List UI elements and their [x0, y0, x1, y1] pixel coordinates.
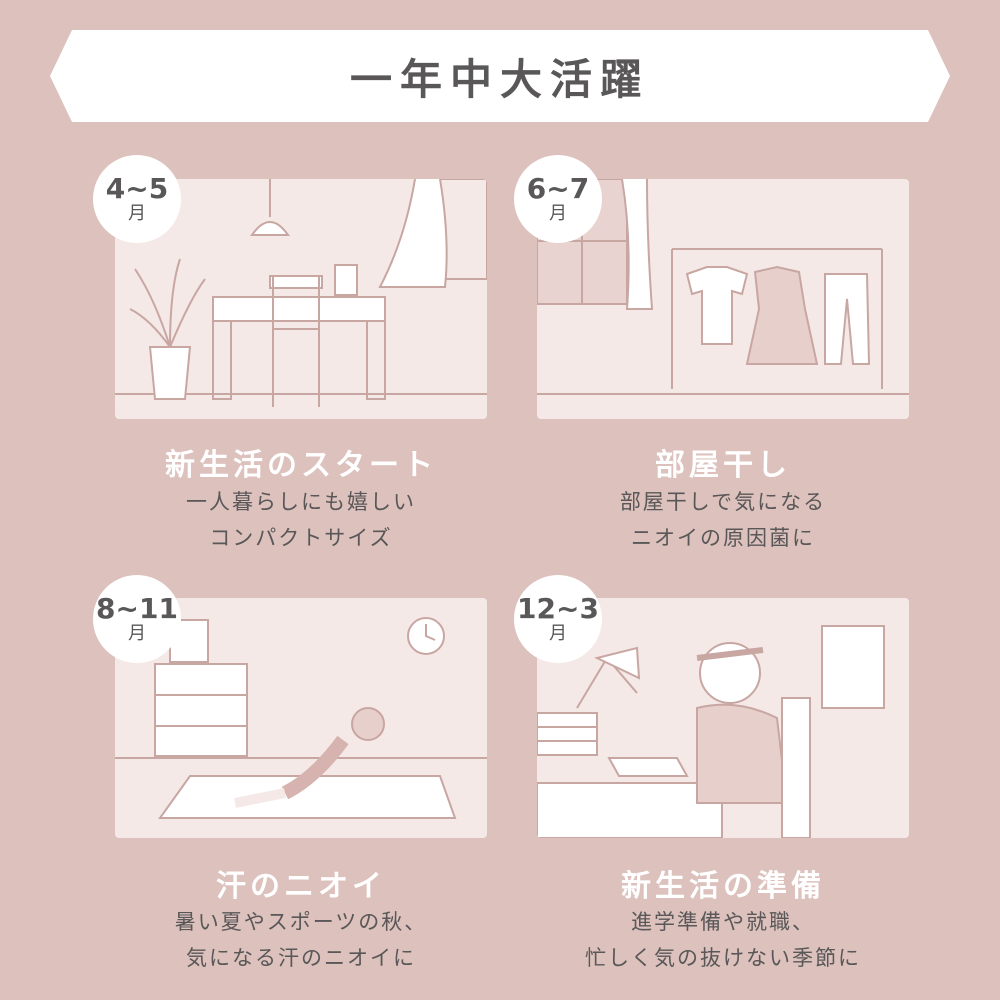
panel-study [537, 598, 909, 838]
month-range: 6~7 [526, 172, 590, 205]
banner-shape [50, 30, 950, 122]
section-heading: 汗のニオイ [216, 869, 386, 904]
page-title: 一年中大活躍 [349, 54, 650, 104]
section-desc-line1: 一人暮らしにも嬉しい [186, 490, 416, 514]
panel-exercise [115, 598, 487, 838]
section-heading: 新生活の準備 [621, 869, 825, 904]
title-banner: 一年中大活躍 [50, 30, 950, 122]
section-desc-line2: ニオイの原因菌に [631, 526, 815, 550]
month-badge-summer: 8~11 月 [93, 575, 181, 663]
month-badge-spring: 4~5 月 [93, 155, 181, 243]
section-desc-line1: 進学準備や就職、 [631, 910, 815, 934]
calendar-icon [821, 625, 885, 709]
panel-laundry [537, 179, 909, 419]
desk-room-illustration [115, 179, 487, 407]
month-unit: 月 [549, 623, 567, 644]
section-desc-line1: 暑い夏やスポーツの秋、 [174, 910, 428, 934]
section-heading: 部屋干し [655, 448, 791, 483]
section-desc-line2: 忙しく気の抜けない季節に [585, 946, 861, 970]
month-unit: 月 [549, 203, 567, 224]
section-desc-line1: 部屋干しで気になる [619, 490, 827, 514]
studying-student-illustration [537, 625, 885, 838]
month-range: 4~5 [105, 172, 169, 205]
panel-desk-room [115, 179, 487, 419]
section-desc-line2: 気になる汗のニオイに [186, 946, 416, 970]
section-desc-line2: コンパクトサイズ [209, 526, 393, 550]
month-unit: 月 [128, 203, 146, 224]
month-badge-rainy: 6~7 月 [514, 155, 602, 243]
month-range: 12~3 [517, 592, 599, 625]
month-badge-winter: 12~3 月 [514, 575, 602, 663]
month-range: 8~11 [96, 592, 178, 625]
situp-exercise-illustration [115, 617, 487, 819]
section-heading: 新生活のスタート [165, 448, 437, 483]
month-unit: 月 [128, 623, 146, 644]
